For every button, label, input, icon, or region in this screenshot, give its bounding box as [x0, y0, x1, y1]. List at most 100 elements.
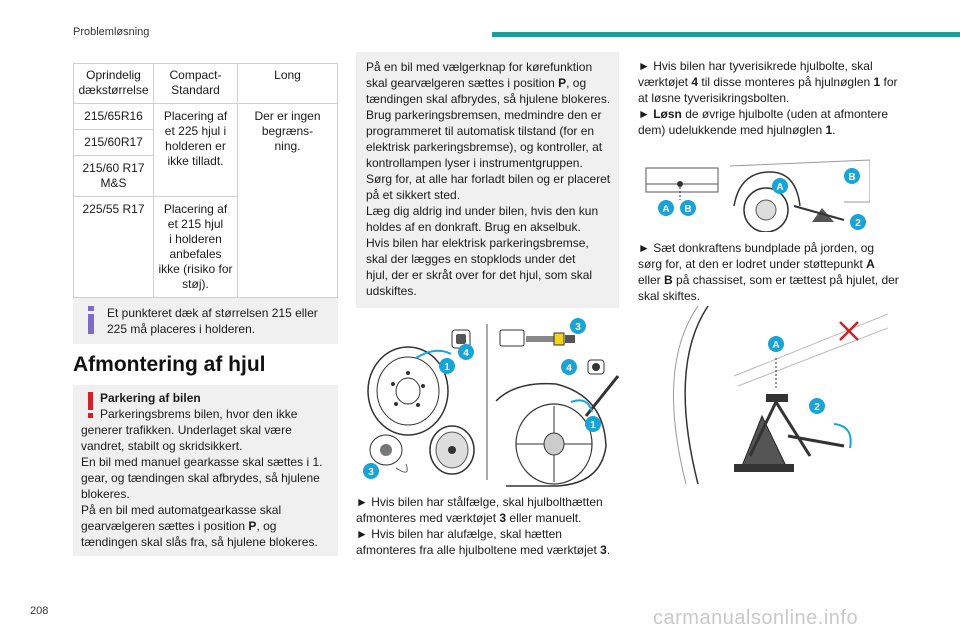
box-text: skal gearvælgeren sættes i position: [366, 76, 559, 90]
svg-text:B: B: [684, 204, 691, 215]
callout-3: 3: [570, 318, 586, 334]
jack-drawing-large: [734, 394, 845, 472]
cell-text: holderen er: [165, 139, 226, 153]
box-text: Læg dig aldrig ind under bilen, hvis den…: [366, 204, 599, 218]
cell-text: anbefales: [169, 247, 222, 261]
table-cell-long-note: Der er ingen begræns- ning.: [237, 103, 338, 298]
bolt-tool-drawing: [499, 329, 575, 347]
svg-text:2: 2: [855, 218, 861, 229]
step-text-bold: 1: [873, 75, 881, 89]
safety-instructions-box: På en bil med vælgerknap for kørefunktio…: [356, 52, 619, 308]
box-text: På en bil med vælgerknap for kørefunktio…: [366, 60, 593, 74]
jack-positioning-illustration: A 2: [673, 306, 888, 484]
warning-text: generer trafikken. Underlaget skal være: [81, 423, 292, 437]
table-row: 215/65R16 Placering af et 225 hjul i hol…: [73, 103, 338, 298]
step-text: til disse monteres på hjulnøglen: [698, 75, 874, 89]
jack-points-illustration: A B A B 2: [645, 159, 870, 232]
box-text: skal der lægges en stopklods under det: [366, 252, 576, 266]
step-text: ► Hvis bilen har alufælge, skal hætten: [356, 527, 562, 541]
cell-text: støj).: [182, 277, 209, 291]
table-row: 215/60R17: [73, 129, 338, 156]
cell-text: M&S: [100, 176, 127, 190]
cell-text: ikke (risiko for: [158, 262, 233, 276]
box-text: elektrisk parkeringsbremse), og kontroll…: [366, 140, 603, 154]
svg-text:3: 3: [368, 467, 374, 478]
box-text: kontrollampen lyser i instrumentgruppen.: [366, 156, 583, 170]
step-text: eller manuelt.: [506, 511, 582, 525]
info-text: Et punkteret dæk af størrelsen 215 eller: [107, 306, 318, 320]
step-text-bold: B: [664, 273, 673, 287]
bolt-loosening-steps: ► Hvis bilen har tyverisikrede hjulbolte…: [638, 58, 918, 138]
callout-3: 3: [363, 463, 379, 479]
callout-2: 2: [809, 398, 825, 414]
rotation-arrow-icon: [570, 399, 593, 413]
callout-2: 2: [850, 214, 866, 230]
antitheft-socket-drawing: [587, 359, 605, 375]
warning-text-bold: P: [248, 519, 257, 533]
step-text: at løsne tyverisikringsbolten.: [638, 91, 790, 105]
step-text: sørg for, at den er lodret under støttep…: [638, 257, 867, 271]
svg-text:3: 3: [575, 322, 581, 333]
alloy-wheel-large-drawing: [495, 382, 607, 487]
step-text: ► Sæt donkraftens bundplade på jorden, o…: [638, 241, 875, 255]
page-number: 208: [30, 605, 49, 617]
box-text: udskiftes.: [366, 284, 417, 298]
table-row: 215/60 R17 M&S: [73, 155, 338, 197]
column-header-long: Long: [237, 63, 338, 104]
cell-text: i holderen: [169, 232, 222, 246]
hub-disc-drawing: [369, 434, 408, 473]
info-icon: [85, 306, 97, 334]
svg-text:4: 4: [463, 348, 469, 359]
step-text-bold: 1: [825, 123, 833, 137]
cell-text: et 225 hjul i: [164, 124, 227, 138]
box-text-bold: P: [558, 76, 567, 90]
box-text: Hvis bilen har elektrisk parkeringsbrems…: [366, 236, 589, 250]
jack-placement-steps: ► Sæt donkraftens bundplade på jorden, o…: [638, 240, 920, 304]
box-text: tændingen skal afbrydes, så hjulene blok…: [366, 92, 611, 106]
header-text: dækstørrelse: [78, 83, 149, 97]
header-text: Compact-: [169, 68, 222, 82]
step-text: skal skiftes.: [638, 289, 701, 303]
callout-A: A: [772, 178, 788, 194]
step-text-bold: 4: [691, 75, 699, 89]
callout-4: 4: [458, 344, 474, 360]
car-side-drawing: [729, 159, 870, 232]
cell-text: Der er ingen: [254, 109, 321, 123]
no-cross-icon: [839, 321, 859, 341]
step-text: afmonteres fra alle hjulboltene med værk…: [356, 543, 601, 557]
step-text-bold: A: [866, 257, 875, 271]
table-cell-compact-note-b: Placering af et 215 hjul i holderen anbe…: [153, 196, 238, 298]
callout-B: B: [680, 200, 696, 216]
info-note: Et punkteret dæk af størrelsen 215 eller…: [73, 298, 338, 344]
warning-text: En bil med manuel gearkasse skal sættes …: [81, 455, 323, 469]
table-row: 225/55 R17 Placering af et 215 hjul i ho…: [73, 196, 338, 298]
step-text: eller: [638, 273, 665, 287]
warning-text: gear, og tændingen skal afbrydes, så hju…: [81, 471, 320, 485]
box-text: Sørg for, at alle har forladt bilen og e…: [366, 172, 611, 186]
cell-text: Placering af: [163, 202, 228, 216]
warning-text: tændingen skal slås fra, så hjulene blok…: [81, 535, 318, 549]
header-text: Standard: [171, 83, 220, 97]
svg-text:A: A: [662, 204, 669, 215]
step-text: de øvrige hjulbolte (uden at afmontere: [681, 107, 889, 121]
jack-drawing-small: [793, 205, 845, 222]
cell-text: et 215 hjul: [167, 217, 224, 231]
step-text: ►: [638, 107, 654, 121]
box-text: hjul, der er skråt over for det hjul, so…: [366, 268, 593, 282]
warning-text: gearvælgeren sættes i position: [81, 519, 249, 533]
svg-text:1: 1: [590, 420, 596, 431]
step-text: på chassiset, som er tættest på hjulet, …: [672, 273, 899, 287]
box-text: , og: [566, 76, 587, 90]
table-cell-compact-note-a: Placering af et 225 hjul i holderen er i…: [153, 103, 238, 197]
sill-detail-drawing: [645, 167, 719, 200]
warning-text: På en bil med automatgearkasse skal: [81, 503, 282, 517]
steel-wheel-drawing: [367, 346, 449, 436]
step-text-bold: 3: [600, 543, 607, 557]
wheel-cap-removal-illustration: 1 4 3 3 4 1: [363, 318, 619, 487]
warning-icon: [86, 392, 96, 418]
step-text: for: [880, 75, 898, 89]
table-cell-size: 215/65R16: [73, 103, 154, 130]
page-header-title: Problemløsning: [73, 26, 150, 38]
svg-text:A: A: [776, 182, 783, 193]
cell-text: Placering af: [163, 109, 228, 123]
